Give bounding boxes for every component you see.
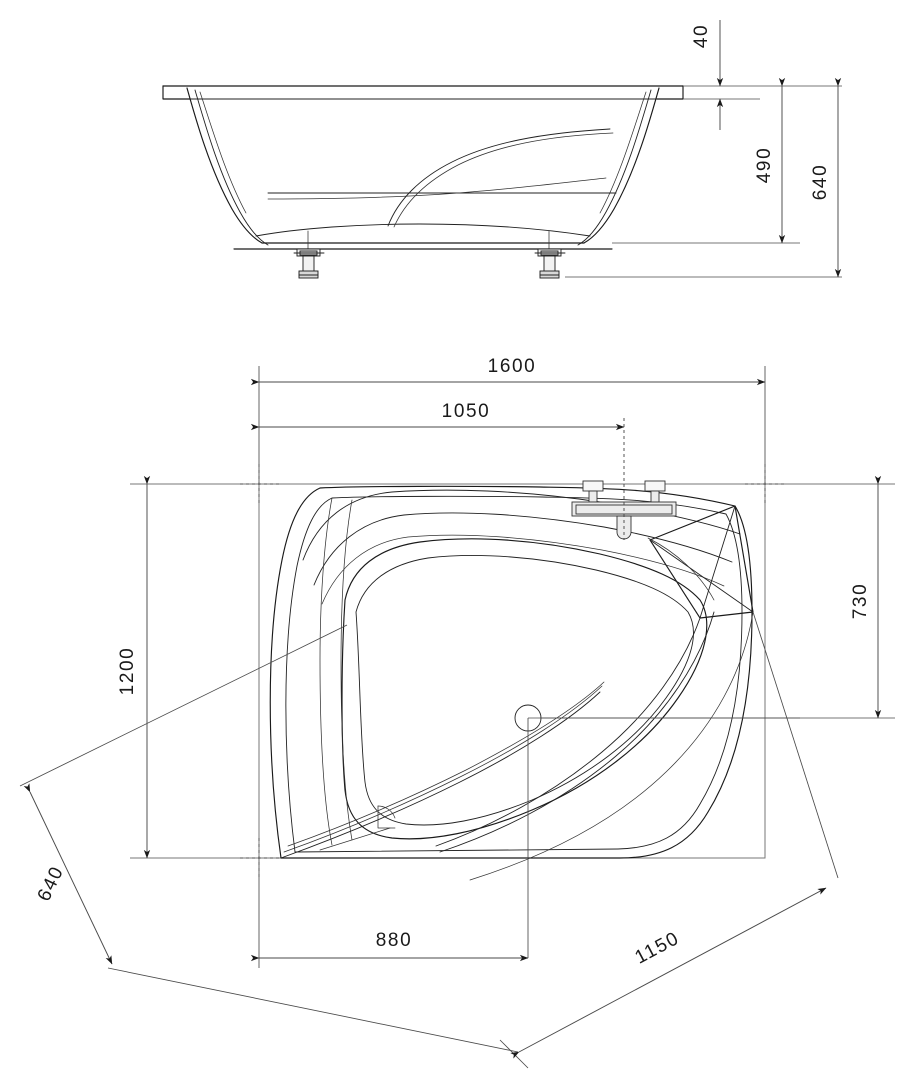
plan-left-step <box>319 497 391 851</box>
plan-inner-basin <box>341 538 708 840</box>
plan-bottom-left-corner <box>377 805 396 829</box>
dim-label-640-elevation: 640 <box>810 164 831 201</box>
dim-bottom-width: 880 <box>250 858 529 968</box>
plan-right-sweeps <box>435 611 754 881</box>
elevation-rim <box>162 85 684 100</box>
drain-hole <box>514 704 800 958</box>
dim-label-880: 880 <box>376 930 413 951</box>
elevation-right-wall <box>577 87 660 246</box>
plan-right-facet <box>647 505 754 619</box>
faucet-knob-right <box>644 480 666 492</box>
dim-label-40: 40 <box>691 24 712 48</box>
elevation-bottom <box>233 223 613 250</box>
dim-label-1600: 1600 <box>488 356 537 377</box>
adjustable-foot-right <box>534 230 566 279</box>
dim-overall-height: 640 <box>810 77 842 278</box>
adjustable-foot-left <box>293 230 325 279</box>
dim-label-1050: 1050 <box>442 401 491 422</box>
dim-right-width: 730 <box>540 475 895 719</box>
dim-inner-depth: 490 <box>754 77 786 244</box>
faucet-stem-left <box>588 490 598 503</box>
dim-label-1150: 1150 <box>632 928 684 969</box>
elevation-inner-shell <box>267 128 617 228</box>
plan-view <box>240 418 800 958</box>
dim-label-640-plan: 640 <box>34 863 69 905</box>
elevation-dimensions: 40 490 640 <box>691 20 842 278</box>
elevation-left-wall <box>186 87 269 246</box>
dim-label-490: 490 <box>754 147 775 184</box>
dim-label-730: 730 <box>850 583 871 620</box>
plan-dimensions: 1600 1050 1200 730 <box>19 356 895 1069</box>
dim-overall-width: 1200 <box>117 475 259 859</box>
dim-diagonal-left: 640 <box>19 624 519 1053</box>
dim-label-1200: 1200 <box>117 647 138 696</box>
faucet-knob-left <box>582 480 604 492</box>
elevation-view <box>162 85 842 279</box>
dim-drain-offset: 1050 <box>250 401 625 431</box>
dim-diagonal-right: 1150 <box>499 611 839 1069</box>
faucet-stem-right <box>650 490 660 503</box>
dim-overall-length: 1600 <box>250 356 766 386</box>
plan-lower-flow <box>280 681 605 859</box>
dim-rim-thickness: 40 <box>691 20 724 130</box>
